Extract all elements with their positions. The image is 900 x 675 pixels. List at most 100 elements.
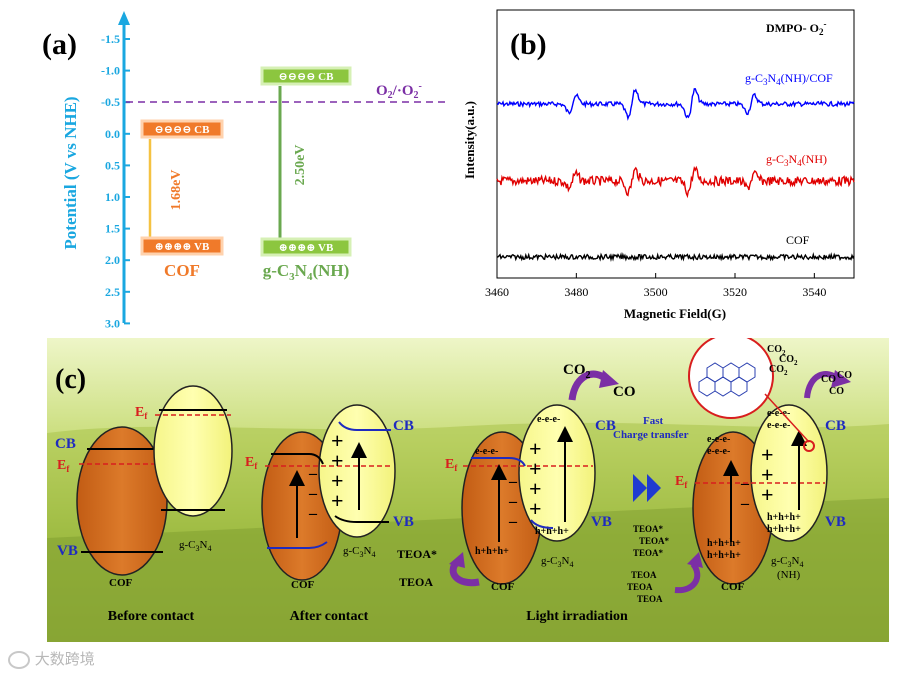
cof-label: COF (109, 577, 133, 589)
minus-charges: – (308, 465, 318, 482)
chart-title: DMPO- O2- (766, 19, 827, 37)
teoa-label: TEOA (627, 582, 653, 592)
cb-label: CB (393, 418, 414, 434)
holes-cof: h+h+h+ (707, 538, 741, 549)
fast-arrow-2 (647, 474, 661, 502)
gcn-cb-text: ⊖⊖⊖⊖ CB (279, 71, 335, 83)
panel-a-diagram: -1.5-1.0-0.50.00.51.01.52.02.53.0 Potent… (61, 11, 446, 330)
panel-a-label: (a) (42, 28, 77, 61)
axis-tick-label: -1.0 (101, 64, 120, 78)
cof-cb-bar (140, 119, 224, 139)
co2-label: CO2 (769, 364, 788, 377)
molecular-structure-icon (698, 362, 756, 397)
cb-label: CB (55, 436, 76, 452)
co2-arrow-head (599, 370, 619, 388)
vb-label: VB (57, 543, 78, 559)
series-line-gcn-cof (496, 88, 855, 121)
gcn-ellipse (518, 404, 596, 542)
cof-label: COF (491, 581, 515, 593)
series-line-cof (496, 251, 855, 262)
minus-charges: – (740, 495, 750, 512)
co-label: CO (613, 384, 636, 400)
charge-transfer-label: Charge transfer (613, 429, 689, 441)
x-tick-label: 3500 (644, 285, 668, 299)
x-tick-label: 3460 (485, 285, 509, 299)
axis-arrow (118, 11, 130, 25)
plus-charges: + (761, 442, 774, 467)
axis-tick-label: 1.5 (105, 222, 120, 236)
plus-charges: + (331, 448, 344, 473)
legend-cof: COF (786, 233, 810, 247)
holes-cof: h+h+h+ (707, 550, 741, 561)
stage-caption: After contact (290, 609, 369, 624)
gcn-ellipse (153, 385, 233, 517)
minus-charges: – (740, 475, 750, 492)
ref-line-label: O2/·O2- (376, 81, 422, 101)
holes-gcn: h+h+h+ (767, 512, 801, 523)
x-axis-label: Magnetic Field(G) (624, 306, 726, 321)
minus-charges: – (508, 473, 518, 490)
gcn-vb-band (530, 519, 554, 529)
panel-b-chart: DMPO- O2- Intensity(a.u.) Magnetic Field… (462, 9, 855, 321)
electrons-gcn: e-e-e- (537, 414, 560, 425)
ground-shade (47, 498, 889, 642)
holes-gcn: h+h+h+ (767, 524, 801, 535)
fast-label: Fast (643, 415, 664, 427)
stage-heterojunction-nh: Ef e-e-e- e-e-e- e-e-e- e-e-e- h+h+h+ h+… (627, 338, 852, 604)
teoa-star-label: TEOA* (397, 547, 437, 561)
co-label: CO (837, 370, 852, 381)
gcn-label: g-C3N4 (541, 555, 573, 569)
stage-light-irradiation: Ef e-e-e- e-e-e- h+h+h+ h+h+h+ + + + + –… (397, 362, 636, 624)
axis-tick-label: -1.5 (101, 32, 120, 46)
fast-arrow-1 (633, 474, 647, 502)
holes-cof: h+h+h+ (475, 546, 509, 557)
electrons-gcn: e-e-e- (767, 420, 790, 431)
teoa-star-label: TEOA* (633, 524, 664, 534)
minus-charges: – (308, 505, 318, 522)
plus-charges: + (529, 496, 542, 521)
cof-vb-text: ⊕⊕⊕⊕ VB (155, 241, 210, 253)
plot-frame (496, 9, 855, 279)
gcn-cb-bar (260, 66, 352, 86)
electrons-cof: e-e-e- (475, 446, 498, 457)
co2-label: CO2 (767, 344, 786, 357)
plus-charges: + (331, 468, 344, 493)
cof-name: COF (164, 261, 200, 280)
gcn-vb-text: ⊕⊕⊕⊕ VB (279, 242, 334, 254)
watermark: 大数跨境 (8, 648, 95, 669)
vb-label: VB (591, 514, 612, 530)
stage-caption: Light irradiation (526, 609, 628, 624)
minus-charges: – (508, 493, 518, 510)
nh-label: (NH) (777, 569, 801, 581)
cof-cb-band (271, 453, 324, 465)
watermark-text: 大数跨境 (34, 650, 95, 668)
teoa-label: TEOA (399, 575, 433, 589)
x-tick-label: 3480 (564, 285, 588, 299)
teoa-star-label: TEOA* (633, 548, 664, 558)
axis-tick-label: 0.0 (105, 127, 120, 141)
cof-gap-text: 1.68eV (169, 170, 184, 211)
gcn-gap-text: 2.50eV (293, 145, 308, 186)
gcn-label: g-C3N4 (179, 539, 211, 553)
structure-zoom-circle (688, 338, 774, 419)
axis-tick-label: -0.5 (101, 95, 120, 109)
watermark-logo-icon (8, 650, 30, 669)
gcn-cb-band (338, 421, 391, 431)
cof-label: COF (721, 581, 745, 593)
electrons-cof: e-e-e- (707, 446, 730, 457)
legend-gcn-cof: g-C3N4(NH)/COF (745, 71, 833, 87)
axis-tick-label: 2.0 (105, 253, 120, 267)
cof-vb-band (267, 541, 328, 549)
vb-label: VB (393, 514, 414, 530)
stage-after-contact: Ef CB VB + + + + – – – COF g-C3N4 After … (245, 404, 414, 624)
panel-b-label: (b) (510, 28, 547, 61)
teoa-arrow-head (449, 552, 465, 568)
holes-gcn: h+h+h+ (535, 526, 569, 537)
co2-arrow-head (831, 370, 851, 388)
zoom-pointer (764, 393, 810, 443)
teoa-label: TEOA (637, 594, 663, 604)
cb-label: CB (595, 418, 616, 434)
teoa-arrow-head (687, 552, 703, 568)
cof-cb-band (471, 457, 526, 467)
axis-title: Potential (V vs NHE) (61, 96, 80, 249)
